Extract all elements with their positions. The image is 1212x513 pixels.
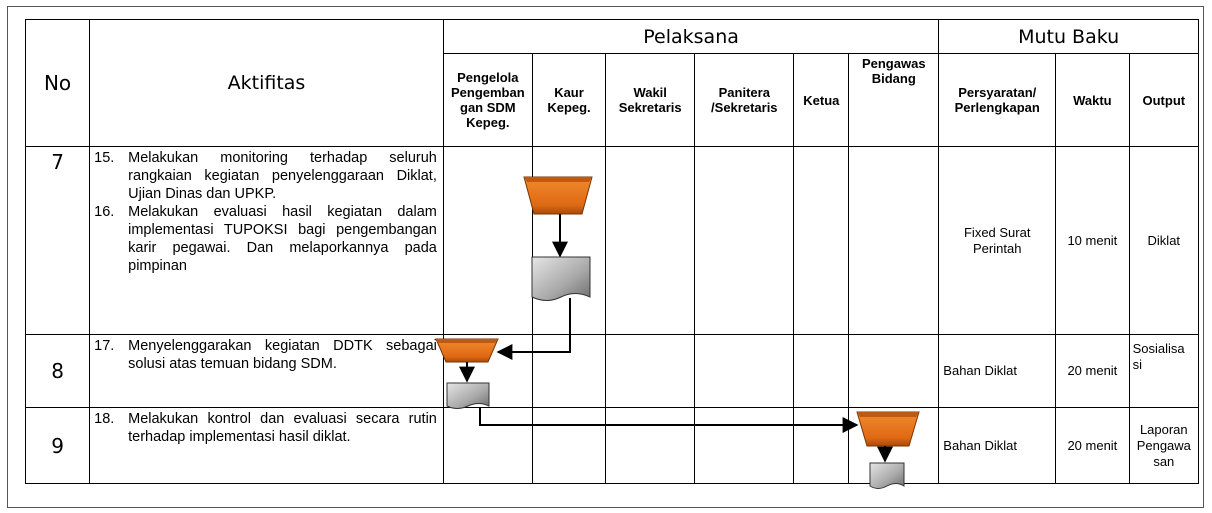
table-row: 9 18. Melakukan kontrol dan evaluasi sec… — [24, 407, 1200, 484]
cell-ketua — [793, 334, 850, 408]
cell-wakil — [605, 407, 696, 484]
cell-kaur — [531, 334, 607, 408]
activity-step: 15. Melakukan monitoring terhadap seluru… — [94, 149, 437, 203]
table-row: 8 17. Menyelenggarakan kegiatan DDTK seb… — [24, 334, 1200, 408]
step-number: 16. — [94, 204, 115, 220]
time-cell: 10 menit — [1055, 146, 1130, 335]
cell-wakil — [605, 146, 696, 335]
step-text: Melakukan monitoring terhadap seluruh ra… — [128, 150, 437, 202]
header-executor-ketua: Ketua — [793, 53, 850, 147]
sop-table: No Aktifitas Pelaksana Mutu Baku Pengelo… — [24, 19, 1200, 484]
header-no: No — [24, 19, 91, 147]
requirement-cell: Bahan Diklat — [938, 407, 1057, 484]
output-cell: Diklat — [1128, 146, 1200, 335]
step-text: Melakukan evaluasi hasil kegiatan dalam … — [128, 204, 437, 274]
table-row: 7 15. Melakukan monitoring terhadap selu… — [24, 146, 1200, 335]
cell-panitera — [694, 334, 795, 408]
time-cell: 20 menit — [1055, 334, 1130, 408]
cell-ketua — [793, 146, 850, 335]
row-no: 9 — [24, 407, 91, 484]
step-text: Menyelenggarakan kegiatan DDTK sebagai s… — [128, 338, 437, 372]
header-requirements: Persyaratan/Perlengkapan — [938, 53, 1057, 147]
step-number: 18. — [94, 411, 115, 427]
activity-cell: 15. Melakukan monitoring terhadap seluru… — [89, 146, 444, 335]
header-activity: Aktifitas — [89, 19, 444, 147]
activity-cell: 17. Menyelenggarakan kegiatan DDTK sebag… — [89, 334, 444, 408]
activity-step: 16. Melakukan evaluasi hasil kegiatan da… — [94, 203, 437, 275]
header-executors: Pelaksana — [442, 19, 940, 54]
cell-kaur — [531, 146, 607, 335]
header-time: Waktu — [1055, 53, 1130, 147]
header-output: Output — [1128, 53, 1200, 147]
cell-hr — [442, 334, 533, 408]
cell-hr — [442, 146, 533, 335]
step-number: 17. — [94, 338, 115, 354]
activity-cell: 18. Melakukan kontrol dan evaluasi secar… — [89, 407, 444, 484]
requirement-cell: Bahan Diklat — [938, 334, 1057, 408]
cell-ketua — [793, 407, 850, 484]
cell-hr — [442, 407, 533, 484]
cell-panitera — [694, 146, 795, 335]
page-frame — [7, 6, 1204, 508]
header-executor-panitera: Panitera/Sekretaris — [694, 53, 795, 147]
activity-step: 18. Melakukan kontrol dan evaluasi secar… — [94, 410, 437, 446]
header-quality: Mutu Baku — [938, 19, 1199, 54]
cell-pengawas — [848, 334, 940, 408]
step-text: Melakukan kontrol dan evaluasi secara ru… — [128, 411, 437, 445]
cell-wakil — [605, 334, 696, 408]
cell-kaur — [531, 407, 607, 484]
cell-panitera — [694, 407, 795, 484]
time-cell: 20 menit — [1055, 407, 1130, 484]
activity-step: 17. Menyelenggarakan kegiatan DDTK sebag… — [94, 337, 437, 373]
row-no: 8 — [24, 334, 91, 408]
cell-pengawas — [848, 146, 940, 335]
cell-pengawas — [848, 407, 940, 484]
row-no: 7 — [24, 146, 91, 335]
step-number: 15. — [94, 150, 115, 166]
